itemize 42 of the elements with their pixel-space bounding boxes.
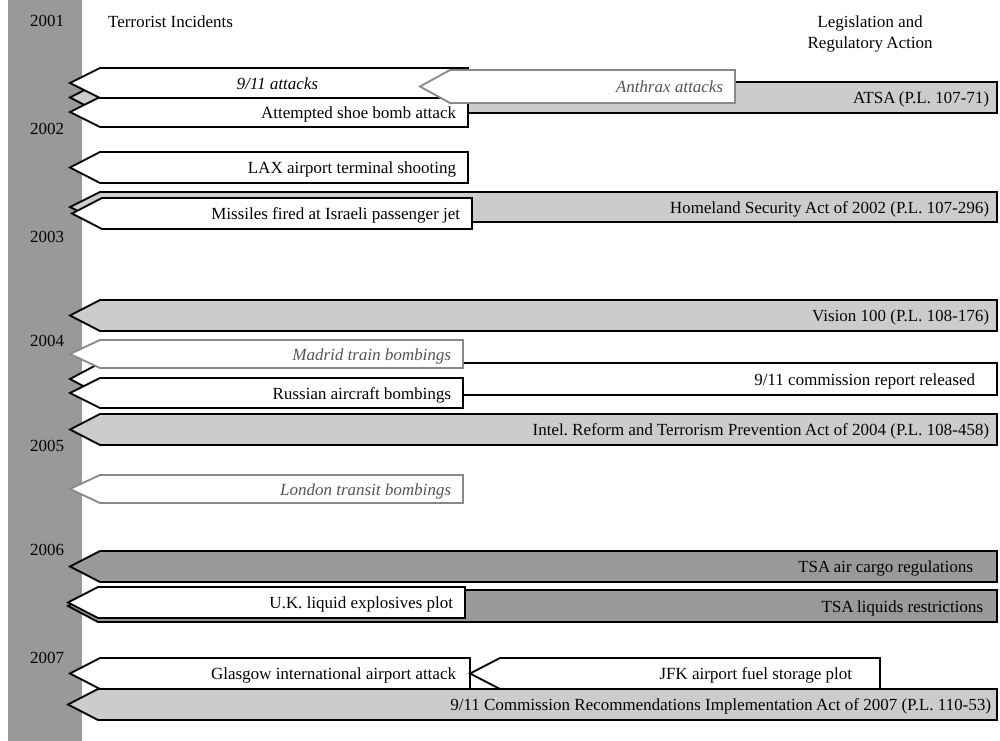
- year-label: 2005: [30, 437, 64, 454]
- event-label: Attempted shoe bomb attack: [261, 104, 456, 120]
- year-label: 2002: [30, 120, 64, 137]
- arrow-banner: [70, 551, 997, 582]
- event-label: LAX airport terminal shooting: [248, 159, 456, 176]
- event-label: 9/11 Commission Recommendations Implementation Act of 2007 (P.L. 110-53): [450, 696, 991, 713]
- event-label: TSA air cargo regulations: [798, 558, 973, 575]
- arrow-banner: [70, 414, 997, 445]
- arrow-banner: [68, 587, 465, 618]
- arrow-banner: [70, 658, 470, 689]
- year-label: 2007: [30, 649, 64, 666]
- year-label: 2003: [30, 228, 64, 245]
- arrow-banner: [470, 658, 880, 689]
- event-label: Homeland Security Act of 2002 (P.L. 107-296): [670, 198, 989, 216]
- arrow-banner: [70, 340, 463, 368]
- arrow-banner: [420, 70, 735, 103]
- year-label: 2006: [30, 541, 64, 558]
- event-label: Glasgow international airport attack: [211, 665, 456, 682]
- event-label: JFK airport fuel storage plot: [659, 665, 852, 682]
- arrow-banner: [70, 300, 997, 331]
- arrow-banner: [68, 689, 997, 720]
- event-label: Vision 100 (P.L. 108-176): [812, 307, 989, 324]
- arrow-banner: [70, 97, 468, 127]
- column-heading: Terrorist Incidents: [108, 11, 233, 32]
- event-label: London transit bombings: [280, 480, 451, 498]
- event-label: ATSA (P.L. 107-71): [852, 89, 989, 106]
- arrow-banner: [70, 152, 468, 183]
- event-label: 9/11 commission report released: [754, 370, 975, 388]
- event-label: TSA liquids restrictions: [822, 598, 983, 614]
- year-label: 2001: [30, 12, 64, 29]
- event-label: Missiles fired at Israeli passenger jet: [211, 205, 460, 222]
- arrow-banner: [70, 378, 463, 408]
- arrow-banner: [70, 475, 463, 503]
- event-label: Anthrax attacks: [616, 78, 723, 95]
- year-label: 2004: [30, 332, 64, 349]
- event-label: U.K. liquid explosives plot: [269, 594, 453, 611]
- column-heading: Legislation and Regulatory Action: [806, 11, 934, 54]
- event-label: Intel. Reform and Terrorism Prevention Act of 2004 (P.L. 108-458): [532, 421, 989, 438]
- event-label: Madrid train bombings: [292, 346, 451, 362]
- event-label: Russian aircraft bombings: [272, 384, 451, 402]
- arrow-banner: [72, 198, 472, 229]
- event-label: 9/11 attacks: [236, 74, 318, 92]
